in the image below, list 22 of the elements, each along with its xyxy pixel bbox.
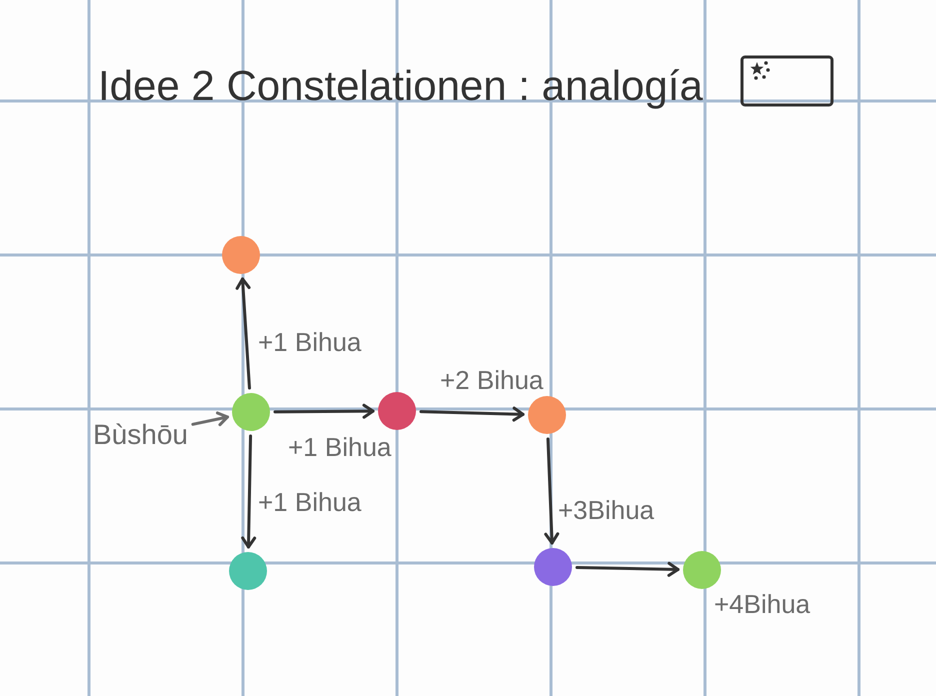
arrow xyxy=(191,411,230,426)
dot-node xyxy=(534,548,572,586)
edge-label: +3Bihua xyxy=(558,496,654,525)
edge-label: +1 Bihua xyxy=(258,328,362,357)
arrow xyxy=(576,562,680,577)
dot-node xyxy=(528,396,566,434)
dot-node xyxy=(229,552,267,590)
arrow xyxy=(420,406,524,422)
arrow xyxy=(236,277,251,390)
dot-node xyxy=(378,392,416,430)
dot-node xyxy=(232,393,270,431)
arrow xyxy=(241,434,256,548)
dot-node xyxy=(222,236,260,274)
arrow xyxy=(274,404,374,419)
edge-label: +2 Bihua xyxy=(440,366,544,395)
title: Idee 2 Constelationen : analogía xyxy=(98,65,703,107)
edge-label: +1 Bihua xyxy=(258,488,362,517)
arrow xyxy=(544,437,560,545)
dot-node xyxy=(683,551,721,589)
edge-label: +4Bihua xyxy=(714,590,810,619)
edge-label: +1 Bihua xyxy=(288,433,392,462)
annotation-text: Bùshōu xyxy=(93,420,188,451)
